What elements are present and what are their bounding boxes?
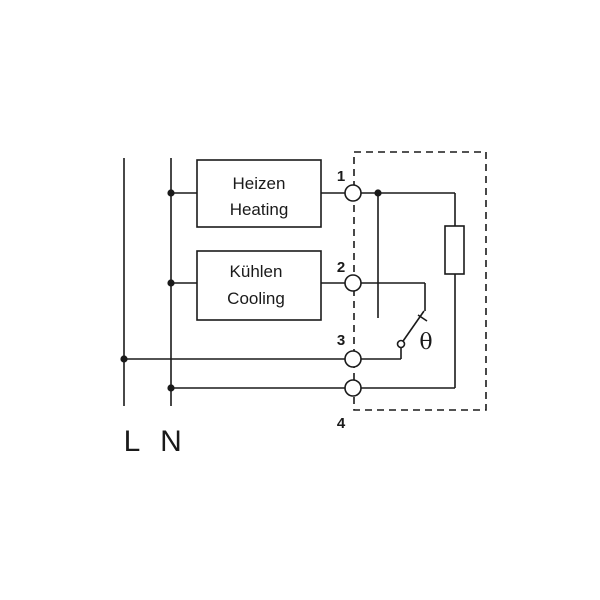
switch-contact-tab <box>417 314 428 322</box>
heating-load-box <box>196 159 322 228</box>
junction-n-heating <box>167 189 175 197</box>
junction-l-t3 <box>120 355 128 363</box>
terminal-2 <box>344 274 362 292</box>
cooling-load-box <box>196 250 322 321</box>
junction-n-t4 <box>167 384 175 392</box>
rail-n-label: N <box>160 425 182 458</box>
theta-symbol: θ <box>419 330 432 355</box>
cooling-label-en: Cooling <box>227 289 285 308</box>
terminal-1 <box>344 184 362 202</box>
junction-n-cooling <box>167 279 175 287</box>
terminal-3 <box>344 350 362 368</box>
heating-label-de: Heizen <box>233 174 286 193</box>
terminal-4-label: 4 <box>337 415 346 432</box>
terminal-1-label: 1 <box>337 168 345 185</box>
terminal-3-label: 3 <box>337 332 345 349</box>
cooling-label-de: Kühlen <box>230 262 283 281</box>
terminal-4 <box>344 379 362 397</box>
thermostat-housing <box>353 151 487 411</box>
heating-label-en: Heating <box>230 200 289 219</box>
terminal-2-label: 2 <box>337 259 345 276</box>
switch-pivot <box>396 339 406 349</box>
rail-l-label: L <box>124 425 141 458</box>
resistor-icon <box>444 225 465 275</box>
